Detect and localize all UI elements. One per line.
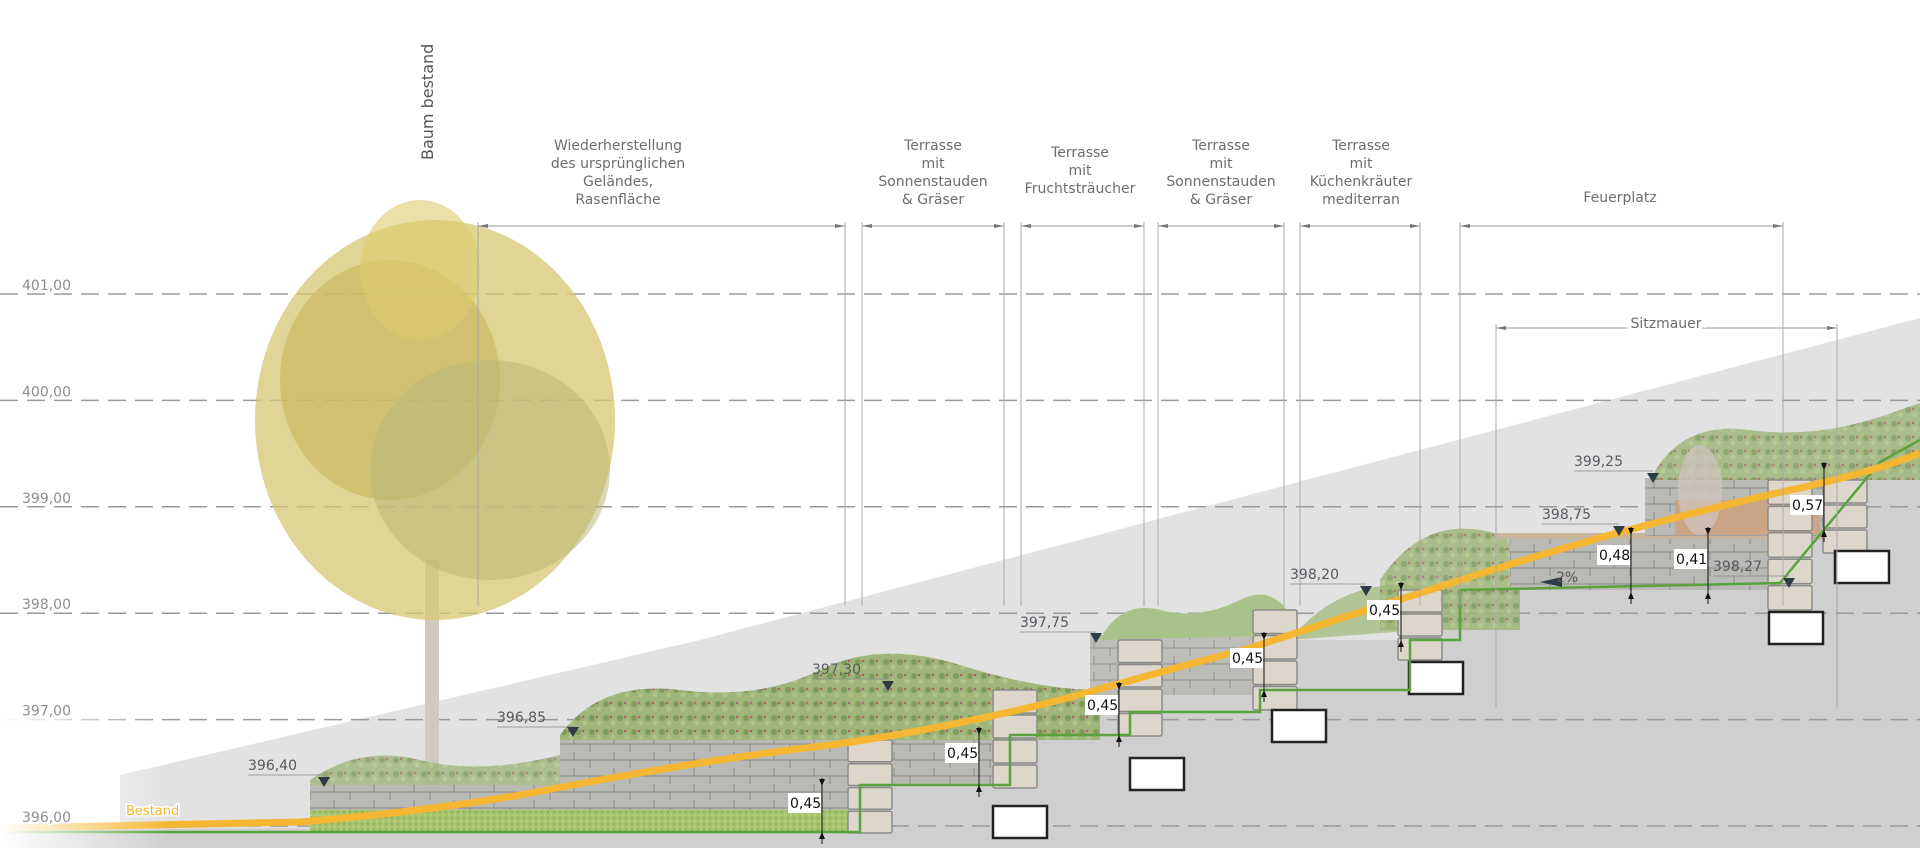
- step-stone: [992, 714, 1038, 739]
- zone-label-terrasse-4: mit: [1349, 156, 1373, 172]
- zone-label-feuerplatz: Feuerplatz: [1583, 190, 1656, 206]
- zone-label-terrasse-4: Terrasse: [1331, 138, 1390, 154]
- spot-height-label: 398,75: [1542, 507, 1591, 523]
- step-height-label: 0,45: [790, 796, 821, 812]
- step-height-label: 0,45: [1087, 698, 1118, 714]
- step-height-label: 0,45: [1369, 603, 1400, 619]
- step-stone: [1117, 712, 1163, 737]
- zone-label-terrasse-4: mediterran: [1322, 192, 1400, 208]
- zone-label-rasen: des ursprünglichen: [551, 156, 685, 172]
- spot-height-label: 397,30: [812, 662, 861, 678]
- zone-label-terrasse-3: Terrasse: [1191, 138, 1250, 154]
- zone-label-rasen: Rasenfläche: [575, 192, 660, 208]
- step-stone: [1397, 613, 1443, 637]
- level-label: 399,00: [22, 491, 71, 507]
- existing-tree: [255, 200, 615, 785]
- zone-label-terrasse-2: Fruchtsträucher: [1025, 181, 1136, 197]
- step-stone: [992, 764, 1038, 789]
- existing-terrain-line: [0, 449, 1920, 832]
- slope-arrow-icon: [1540, 577, 1562, 587]
- step-stone: [1767, 584, 1813, 611]
- zone-label-terrasse-3: & Gräser: [1190, 192, 1252, 208]
- zone-label-terrasse-4: Küchenkräuter: [1310, 174, 1413, 190]
- foundation-block: [1767, 610, 1825, 646]
- step-height-label: 0,45: [947, 746, 978, 762]
- step-stone: [992, 739, 1038, 764]
- dimension-label-bg: [1597, 545, 1630, 565]
- level-label: 401,00: [22, 278, 71, 294]
- left-fade: [0, 650, 170, 848]
- spot-height-label: 398,27: [1713, 559, 1762, 575]
- foundation-block: [1270, 708, 1328, 744]
- step-stone: [1117, 688, 1163, 713]
- zone-label-terrasse-3: Sonnenstauden: [1166, 174, 1275, 190]
- zone-label-terrasse-2: mit: [1068, 163, 1092, 179]
- ground-body: [0, 440, 1920, 848]
- level-marker-icon: [567, 727, 579, 737]
- level-label: 400,00: [22, 384, 71, 400]
- zone-label-terrasse-2: Terrasse: [1050, 145, 1109, 161]
- step-stone: [1397, 637, 1443, 661]
- tree-label: Baum bestand: [418, 44, 437, 160]
- zone-label-terrasse-1: Sonnenstauden: [878, 174, 987, 190]
- level-marker-icon: [882, 681, 894, 691]
- dimension-label-bg: [1085, 695, 1118, 715]
- step-stone: [1822, 529, 1868, 554]
- level-marker-icon: [1360, 586, 1372, 596]
- step-height-label: 0,48: [1599, 548, 1630, 564]
- level-marker-icon: [1090, 633, 1102, 643]
- foundation-block: [991, 804, 1049, 840]
- dimension-label-bg: [788, 793, 821, 813]
- spot-height-label: 399,25: [1574, 454, 1623, 470]
- zone-label-rasen: Geländes,: [583, 174, 653, 190]
- step-stone: [1117, 639, 1163, 664]
- zone-label-terrasse-3: mit: [1209, 156, 1233, 172]
- zone-label-terrasse-1: Terrasse: [903, 138, 962, 154]
- dimension-label-bg: [1367, 600, 1400, 620]
- spot-height-label: 396,40: [248, 758, 297, 774]
- level-marker-icon: [318, 777, 330, 787]
- level-label: 396,00: [22, 810, 71, 826]
- step-height-label: 0,57: [1792, 498, 1823, 514]
- spot-height-label: 396,85: [497, 710, 546, 726]
- zone-label-sitzmauer: Sitzmauer: [1630, 316, 1701, 332]
- new-terrain-line: [0, 438, 1920, 834]
- existing-terrain-label: Bestand: [126, 804, 179, 819]
- zone-label-terrasse-1: & Gräser: [902, 192, 964, 208]
- foundation-block: [1833, 549, 1891, 585]
- step-stone: [847, 810, 893, 834]
- step-stone: [847, 786, 893, 810]
- level-marker-icon: [1783, 578, 1795, 588]
- step-stone: [1252, 609, 1298, 635]
- spot-height-label: 398,20: [1290, 567, 1339, 583]
- dimension-label-bg: [1230, 648, 1263, 668]
- level-label: 398,00: [22, 597, 71, 613]
- level-marker-icon: [1647, 473, 1659, 483]
- slope-label: 2%: [1556, 570, 1578, 586]
- step-height-label: 0,45: [1232, 651, 1263, 667]
- step-height-label: 0,41: [1676, 552, 1707, 568]
- zone-label-terrasse-1: mit: [921, 156, 945, 172]
- level-marker-icon: [1613, 526, 1625, 536]
- step-stone: [847, 763, 893, 787]
- zone-label-rasen: Wiederherstellung: [554, 138, 682, 154]
- dimension-label-bg: [945, 743, 978, 763]
- foundation-block: [1407, 660, 1465, 696]
- dimension-label-bg: [1674, 549, 1707, 569]
- spot-height-label: 397,75: [1020, 615, 1069, 631]
- foundation-block: [1128, 756, 1186, 792]
- level-label: 397,00: [22, 704, 71, 720]
- dimension-label-bg: [1790, 495, 1823, 515]
